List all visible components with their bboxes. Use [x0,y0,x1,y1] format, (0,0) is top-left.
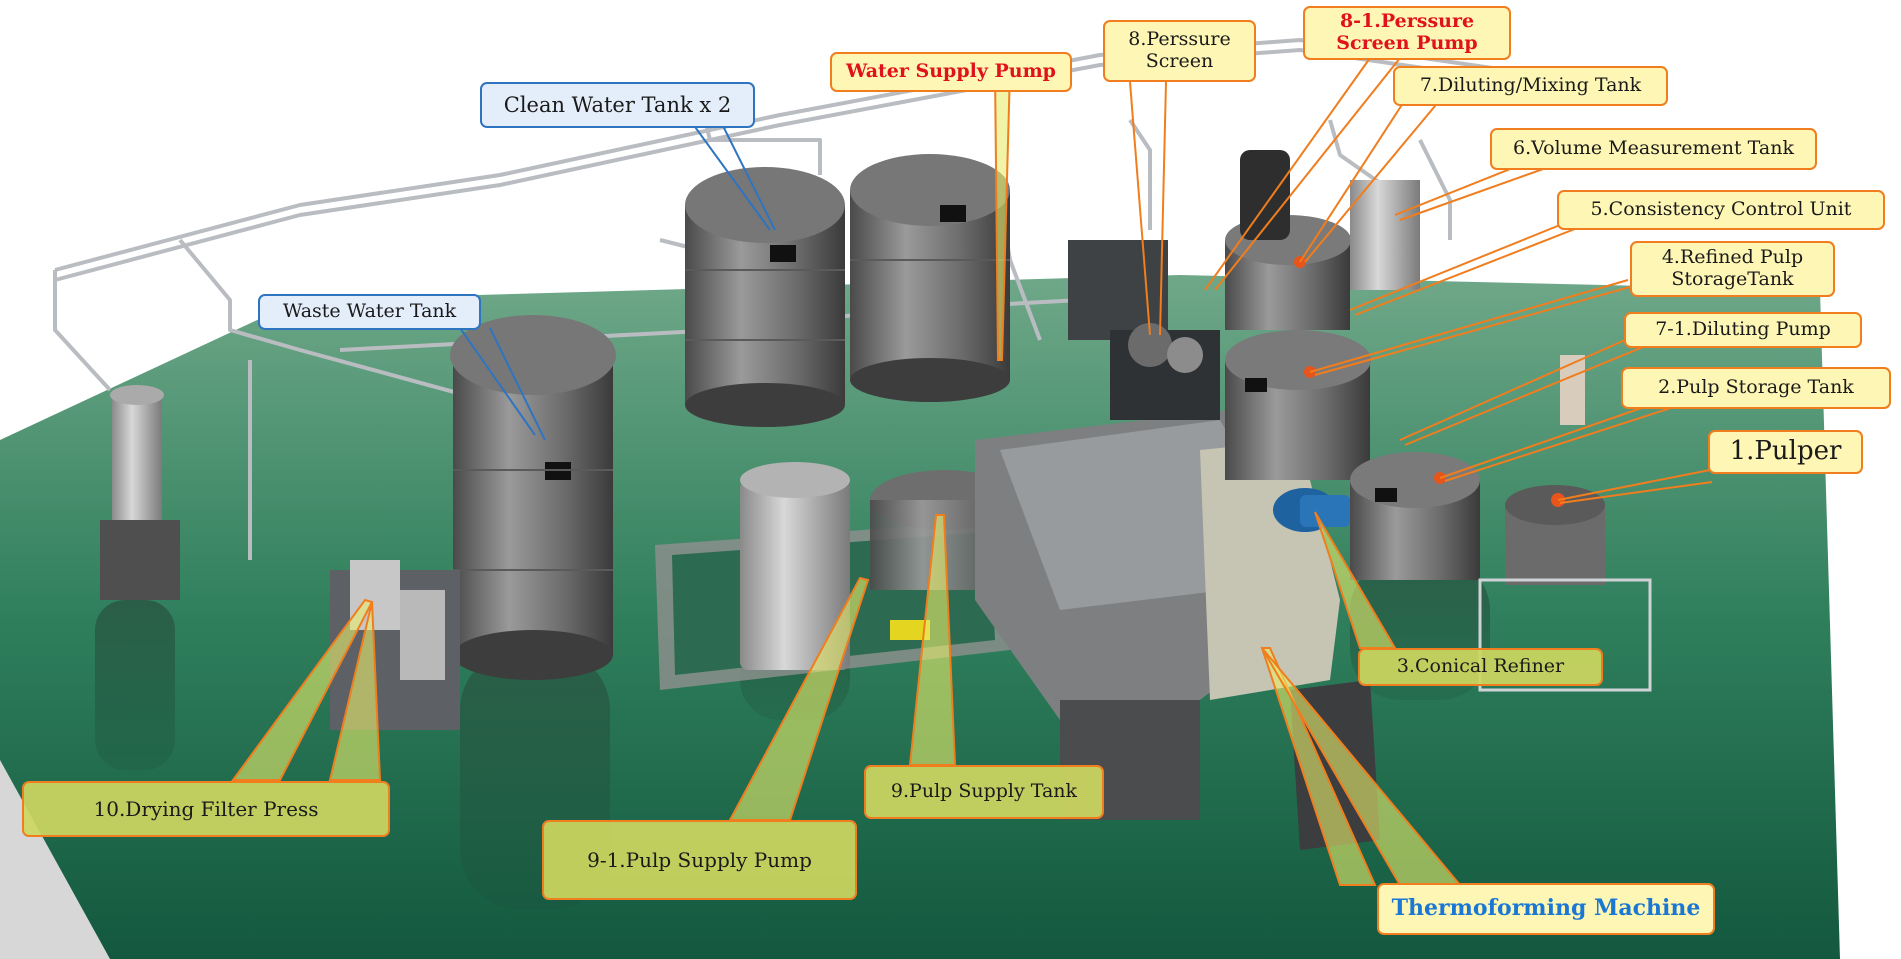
label-pulp-storage-tank: 2.Pulp Storage Tank [1621,367,1891,409]
refined-pulp-storage-tank-graphic [1225,330,1371,480]
waste-water-tank-graphic [450,315,616,680]
label-pulp-supply-tank: 9.Pulp Supply Tank [864,765,1104,819]
label-diluting-pump: 7-1.Diluting Pump [1624,312,1862,348]
label-diluting-mixing-tank: 7.Diluting/Mixing Tank [1393,66,1668,106]
label-thermoforming-machine: Thermoforming Machine [1377,883,1715,935]
clean-water-tank-2-graphic [850,154,1010,402]
leader-lines [459,57,1713,504]
label-drying-filter-press: 10.Drying Filter Press [22,781,390,837]
label-pressure-screen: 8.Perssure Screen [1103,20,1256,82]
label-clean-water-tank: Clean Water Tank x 2 [480,82,755,128]
label-pulp-supply-pump: 9-1.Pulp Supply Pump [542,820,857,900]
diluting-mixing-tank-graphic [1225,150,1351,330]
label-conical-refiner: 3.Conical Refiner [1358,648,1603,686]
clean-water-tank-1-graphic [685,167,845,427]
label-volume-measurement-tank: 6.Volume Measurement Tank [1490,128,1817,170]
pressure-screen-skid-graphic [1068,240,1220,420]
volume-measurement-tank-graphic [1350,180,1420,290]
label-pulper: 1.Pulper [1708,430,1863,474]
label-water-supply-pump: Water Supply Pump [830,52,1072,92]
label-waste-water-tank: Waste Water Tank [258,294,481,330]
left-separator-graphic [100,385,180,600]
label-refined-pulp-storage-tank: 4.Refined Pulp StorageTank [1630,241,1835,297]
thermoforming-machine-graphic [975,410,1380,850]
right-control-cabinet-graphic [1560,355,1585,425]
pulp-storage-tank-graphic [1350,452,1480,580]
label-consistency-control-unit: 5.Consistency Control Unit [1557,190,1885,230]
label-pressure-screen-pump: 8-1.Perssure Screen Pump [1303,6,1511,60]
